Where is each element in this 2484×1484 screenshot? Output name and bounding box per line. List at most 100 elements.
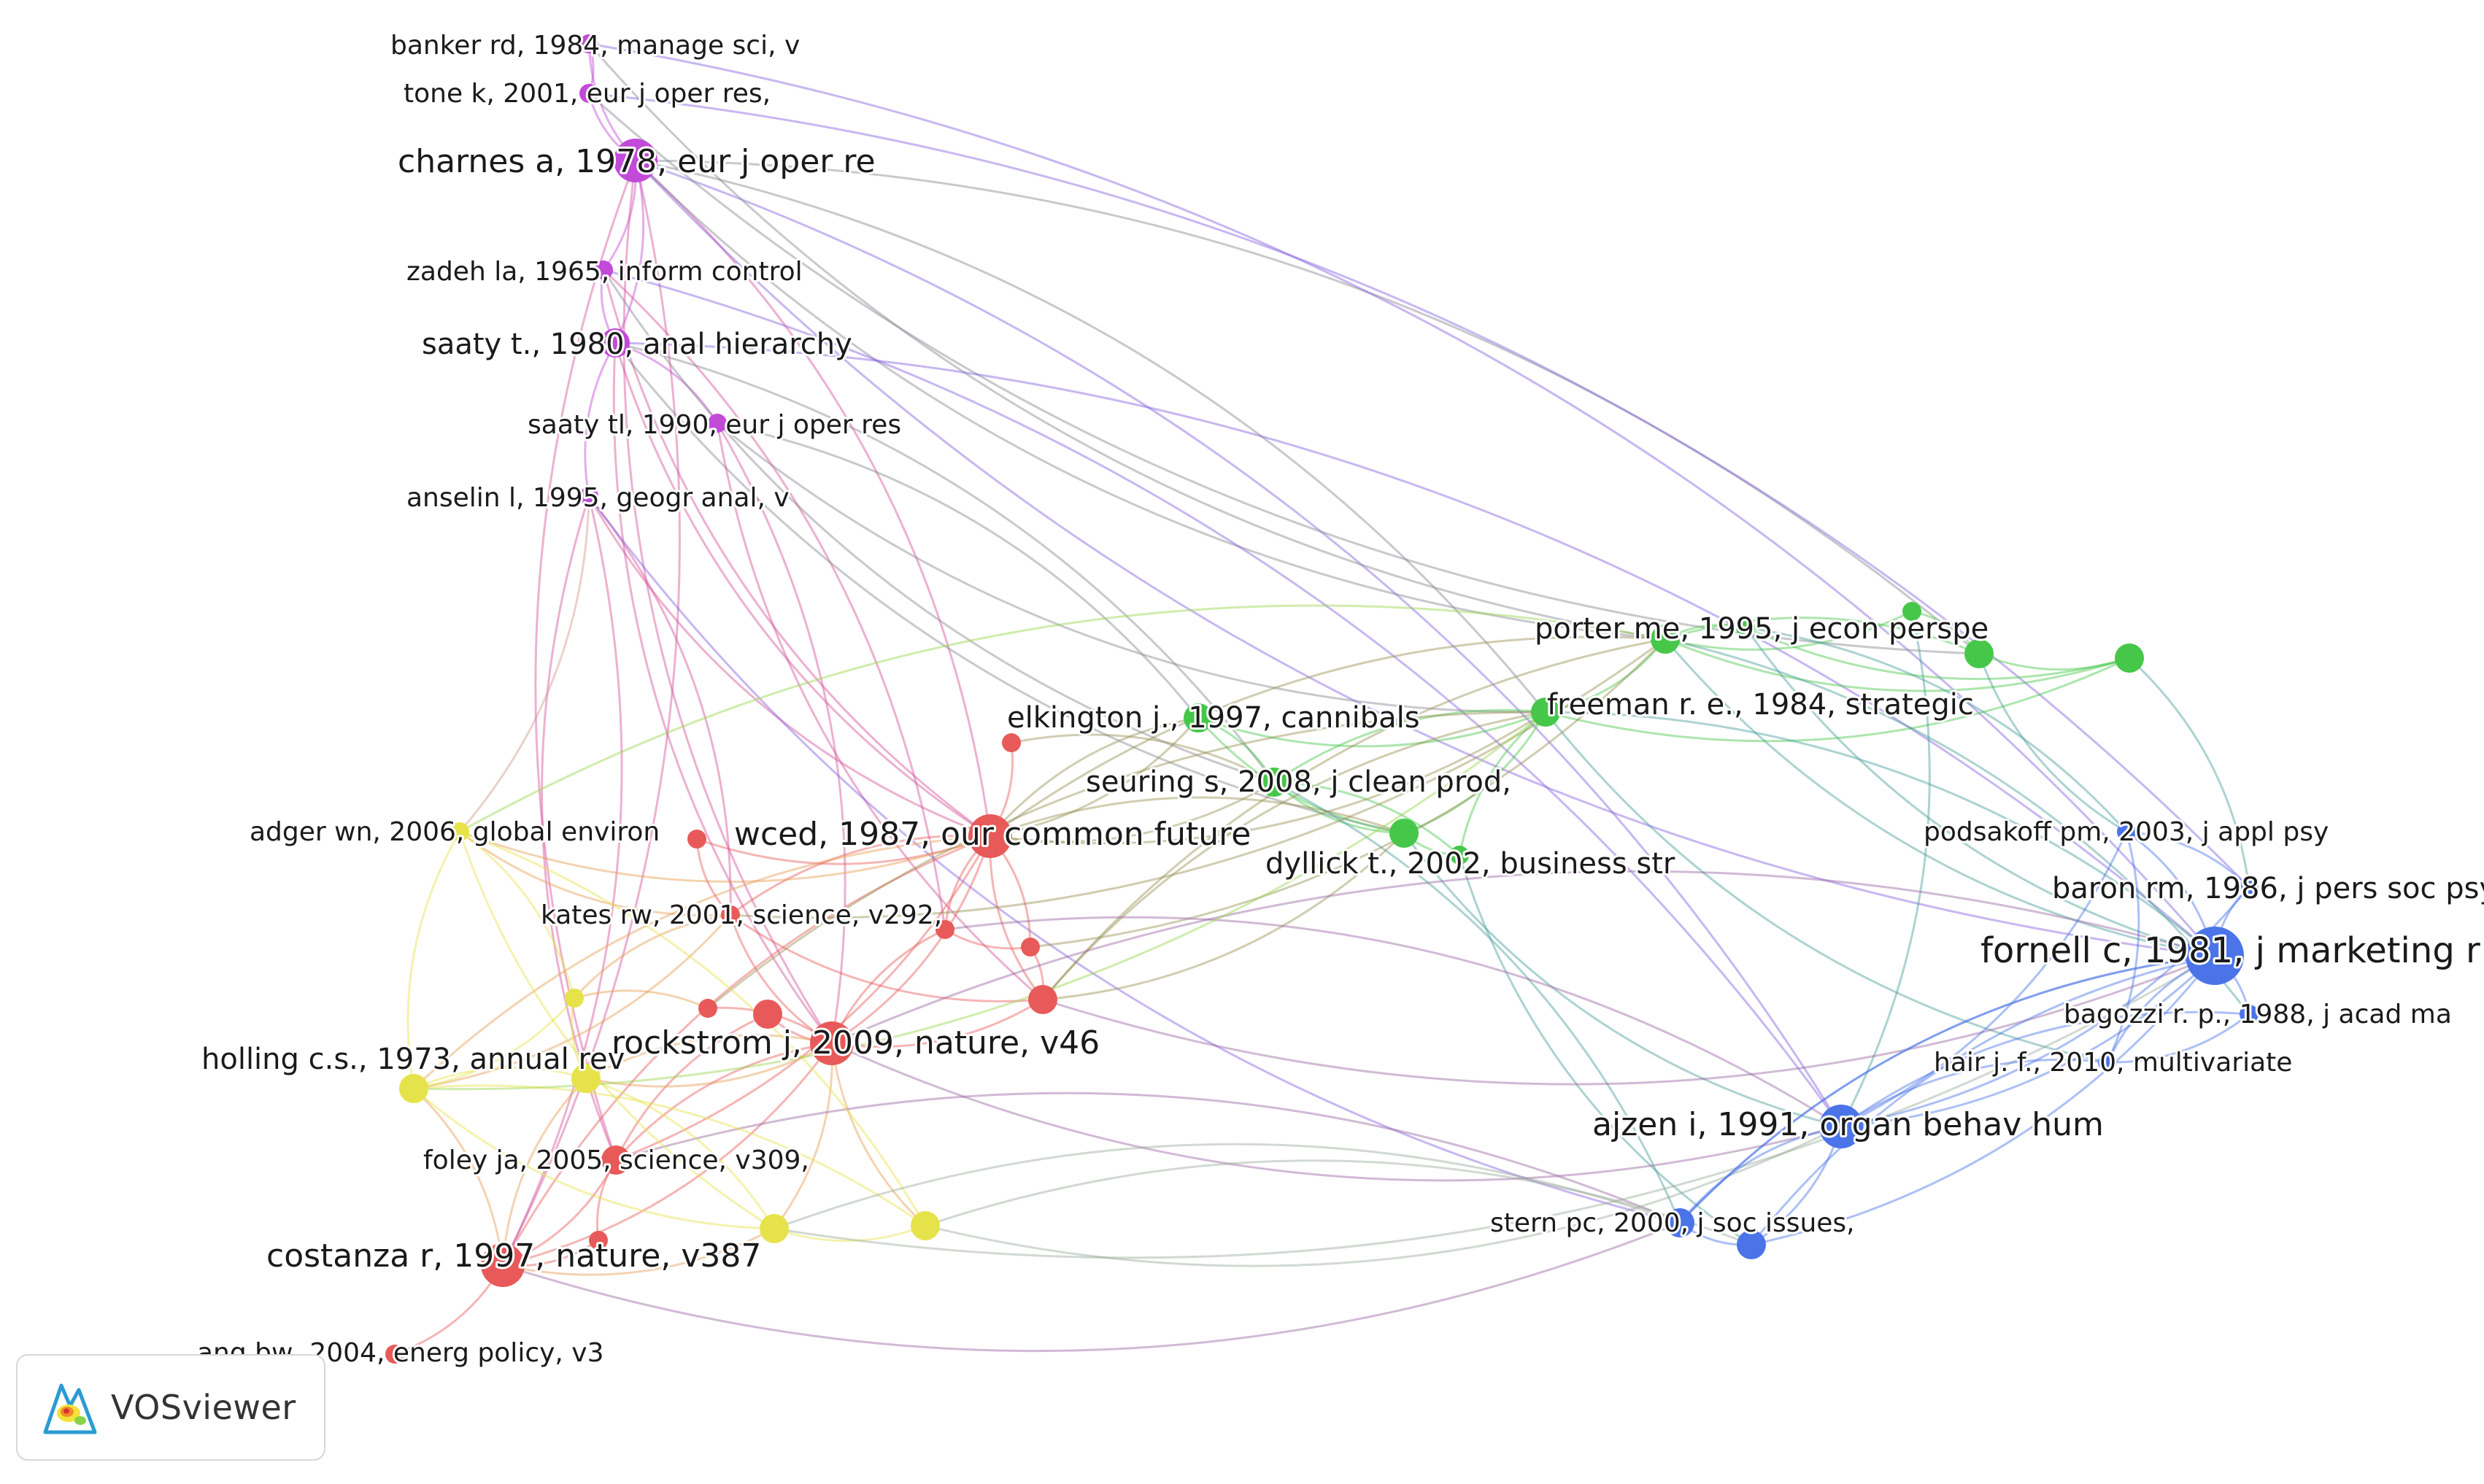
node-elkington[interactable] [1184, 703, 1213, 733]
link-rockstrom-ajzen [831, 1042, 1842, 1182]
link-rockstrom-y_d [830, 1043, 927, 1227]
node-label-elkington[interactable]: elkington j., 1997, cannibals [1005, 699, 1422, 737]
node-label-zadeh[interactable]: zadeh la, 1965, inform control [404, 255, 805, 289]
node-r_b[interactable] [687, 830, 706, 849]
link-y_d-ajzen [925, 1125, 1842, 1267]
node-fornell[interactable] [2186, 927, 2244, 985]
node-foley[interactable] [601, 1145, 630, 1175]
node-label-anselin[interactable]: anselin l, 1995, geogr anal, v [404, 481, 792, 515]
link-wced-holling [412, 835, 991, 1090]
link-fornell-b_a [1751, 955, 2216, 1246]
node-label-baron[interactable]: baron rm, 1986, j pers soc psy [2050, 870, 2484, 908]
link-r_e-dyllick [1042, 832, 1405, 1001]
node-label-fornell[interactable]: fornell c, 1981, j marketing r [1978, 928, 2483, 973]
node-label-rockstrom[interactable]: rockstrom j, 2009, nature, v46 [609, 1022, 1102, 1064]
node-label-costanza[interactable]: costanza r, 1997, nature, v387 [264, 1235, 763, 1277]
link-anselin-wced [587, 495, 991, 838]
node-g_e[interactable] [1450, 846, 1469, 865]
node-bagozzi[interactable] [2240, 1005, 2259, 1024]
link-rockstrom-r_e [831, 998, 1044, 1048]
node-label-banker[interactable]: banker rd, 1984, manage sci, v [388, 28, 802, 63]
node-holling[interactable] [399, 1074, 428, 1103]
node-y_b[interactable] [571, 1064, 601, 1093]
node-label-charnes[interactable]: charnes a, 1978, eur j oper re [396, 141, 878, 182]
node-label-tone[interactable]: tone k, 2001, eur j oper res, [401, 77, 773, 111]
network-nodes [385, 34, 2259, 1364]
node-r_h[interactable] [589, 1231, 608, 1250]
node-porter[interactable] [1651, 625, 1680, 654]
node-label-ajzen[interactable]: ajzen i, 1991, organ behav hum [1590, 1104, 2106, 1145]
vosviewer-logo[interactable]: VOSviewer [16, 1354, 325, 1461]
link-foley-stern [615, 1091, 1681, 1224]
link-y_c-fornell [774, 954, 2215, 1259]
link-y_d-b_a [925, 1159, 1752, 1246]
node-g_b[interactable] [1964, 639, 1994, 668]
node-r_g[interactable] [753, 1000, 782, 1029]
node-label-foley[interactable]: foley ja, 2005, science, v309, [421, 1143, 811, 1178]
node-label-podsakoff[interactable]: podsakoff pm, 2003, j appl psy [1921, 815, 2331, 849]
node-freeman[interactable] [1531, 697, 1560, 727]
link-freeman-g_e [1458, 711, 1546, 856]
node-label-stern[interactable]: stern pc, 2000, j soc issues, [1488, 1206, 1857, 1240]
node-label-bagozzi[interactable]: bagozzi r. p., 1988, j acad ma [2061, 997, 2454, 1032]
node-stern[interactable] [1665, 1208, 1694, 1237]
node-r_c[interactable] [936, 920, 954, 939]
node-kates[interactable] [721, 905, 740, 924]
link-anselin-stern [587, 495, 1681, 1224]
node-saaty80[interactable] [601, 328, 630, 358]
node-label-kates[interactable]: kates rw, 2001, science, v292, [539, 898, 944, 932]
node-r_d[interactable] [1021, 938, 1040, 957]
node-g_a[interactable] [1902, 602, 1921, 621]
node-rockstrom[interactable] [810, 1021, 854, 1065]
link-y_a-r_f [574, 989, 709, 1010]
link-kates-r_e [730, 913, 1044, 1002]
node-wced[interactable] [968, 814, 1012, 858]
node-b_a[interactable] [1737, 1230, 1766, 1259]
node-dyllick[interactable] [1389, 819, 1419, 848]
node-label-saaty90[interactable]: saaty tl, 1990, eur j oper res [525, 408, 903, 442]
link-r_c-ajzen [944, 916, 1842, 1128]
node-label-saaty80[interactable]: saaty t., 1980, anal hierarchy [420, 325, 855, 363]
link-freeman-elkington [1197, 711, 1546, 748]
node-g_d[interactable] [1736, 618, 1755, 637]
node-r_a[interactable] [1002, 733, 1021, 752]
node-r_f[interactable] [698, 999, 717, 1018]
node-costanza[interactable] [481, 1243, 525, 1287]
node-tone[interactable] [579, 84, 598, 103]
node-label-dyllick[interactable]: dyllick t., 2002, business str [1263, 845, 1678, 883]
node-g_c[interactable] [2115, 644, 2144, 673]
node-saaty90[interactable] [708, 414, 727, 433]
node-y_c[interactable] [760, 1214, 789, 1243]
node-hair[interactable] [2098, 1053, 2117, 1072]
node-anselin[interactable] [579, 487, 598, 506]
node-label-hair[interactable]: hair j. f., 2010, multivariate [1932, 1046, 2294, 1080]
node-ajzen[interactable] [1819, 1105, 1863, 1148]
node-label-wced[interactable]: wced, 1987, our common future [732, 814, 1253, 855]
node-label-freeman[interactable]: freeman r. e., 1984, strategic [1545, 686, 1976, 724]
link-kates-y_a [573, 913, 731, 1000]
node-ang[interactable] [385, 1345, 404, 1364]
node-y_d[interactable] [911, 1211, 940, 1240]
node-baron[interactable] [2240, 878, 2259, 897]
link-charnes-rockstrom [622, 160, 833, 1044]
link-adger-y_c [458, 831, 775, 1230]
node-r_e[interactable] [1028, 985, 1057, 1014]
node-zadeh[interactable] [594, 260, 613, 279]
node-label-holling[interactable]: holling c.s., 1973, annual rev [199, 1040, 627, 1078]
node-seuring[interactable] [1260, 768, 1289, 797]
node-label-seuring[interactable]: seuring s, 2008, j clean prod, [1084, 763, 1513, 801]
link-rockstrom-fornell [831, 870, 2215, 1045]
node-label-porter[interactable]: porter me, 1995, j econ perspe [1532, 610, 1991, 648]
node-label-adger[interactable]: adger wn, 2006, global environ [247, 815, 662, 849]
link-porter-g_b [1665, 617, 1980, 655]
link-ajzen-podsakoff [1840, 831, 2128, 1128]
link-saaty90-freeman [717, 422, 1546, 714]
node-podsakoff[interactable] [2117, 822, 2136, 841]
node-y_a[interactable] [565, 989, 584, 1008]
link-saaty80-fornell [614, 341, 2215, 957]
link-g_c-g_d [1745, 626, 2130, 681]
node-charnes[interactable] [614, 139, 657, 182]
node-adger[interactable] [450, 822, 469, 841]
link-freeman-dyllick [1403, 711, 1547, 835]
node-banker[interactable] [579, 34, 598, 53]
